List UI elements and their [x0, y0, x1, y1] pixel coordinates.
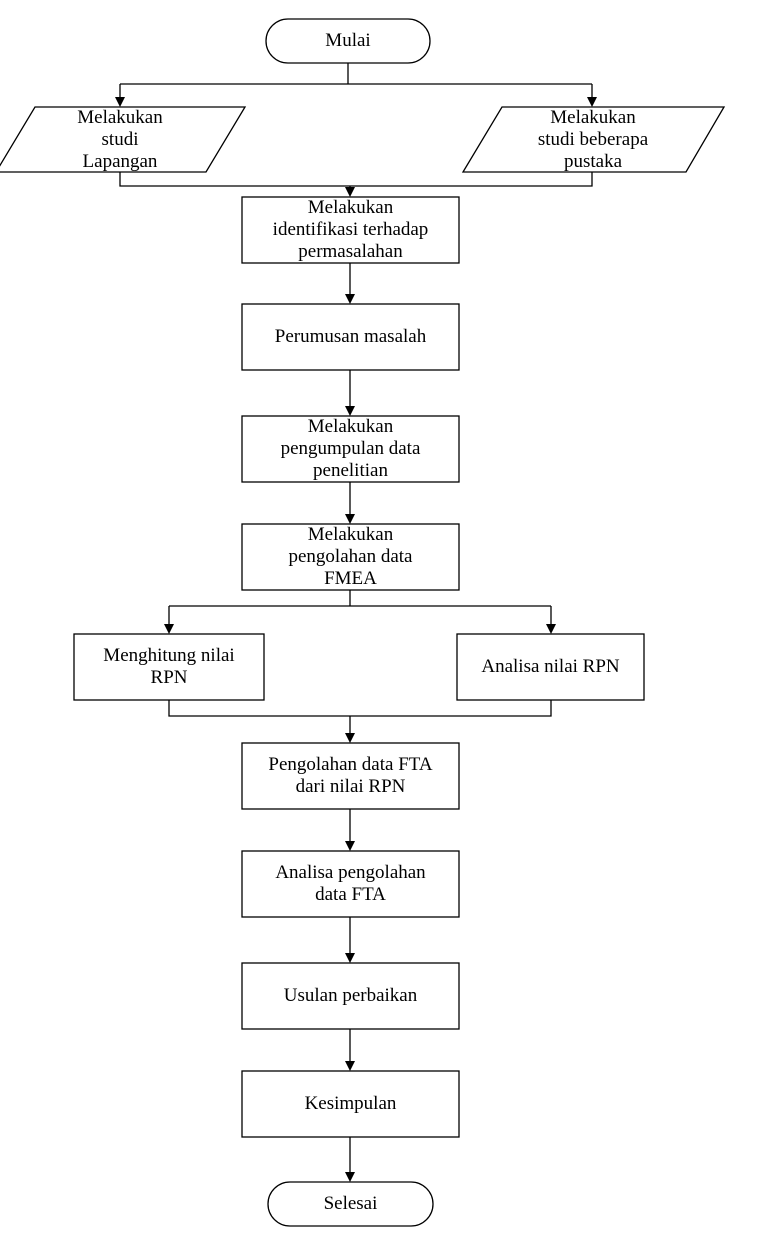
arrowhead-to-fmea: [345, 514, 355, 524]
compute-rpn-box: [73, 633, 265, 701]
merge-connector-top: [119, 172, 593, 187]
arrowhead-to-conclusion: [345, 1061, 355, 1071]
arrowhead-to-formulation: [345, 294, 355, 304]
field-study-label: Melakukan studi Lapangan: [77, 106, 163, 172]
arrowhead-to-literature-study: [587, 97, 597, 107]
analyze-fta-box: [241, 850, 460, 918]
process-fmea-label: Melakukan pengolahan data FMEA: [288, 524, 413, 589]
analyze-fta-label: Analisa pengolahan data FTA: [275, 862, 426, 905]
process-fta-box: [241, 742, 460, 810]
arrowhead-to-compute-rpn: [164, 624, 174, 634]
process-fmea-box: [241, 523, 460, 591]
arrowhead-to-collect: [345, 406, 355, 416]
problem-formulation-box: [241, 303, 460, 371]
process-fta-label: Pengolahan data FTA dari nilai RPN: [268, 754, 433, 797]
merge-connector-rpn: [168, 700, 552, 733]
conclusion-box: [241, 1070, 460, 1138]
literature-study-label: Melakukan studi beberapa pustaka: [537, 106, 649, 172]
identify-problem-label: Melakukan identifikasi terhadap permasal…: [272, 197, 429, 262]
split-connector-top: [119, 63, 593, 97]
collect-data-box: [241, 415, 460, 483]
improvement-box: [241, 962, 460, 1030]
arrowhead-to-fta-analysis: [345, 841, 355, 851]
problem-formulation-label: Perumusan masalah: [274, 326, 427, 347]
arrowhead-to-fta: [345, 733, 355, 743]
analyze-rpn-label: Analisa nilai RPN: [481, 656, 620, 677]
end-terminator: [267, 1181, 434, 1227]
analyze-rpn-box: [456, 633, 645, 701]
literature-study-data-shape: [461, 106, 726, 173]
end-label: Selesai: [323, 1193, 378, 1214]
arrowhead-to-analyze-rpn: [546, 624, 556, 634]
split-connector-fmea: [168, 590, 552, 624]
field-study-data-shape: [0, 106, 247, 173]
arrowhead-to-end: [345, 1172, 355, 1182]
arrowhead-to-field-study: [115, 97, 125, 107]
compute-rpn-label: Menghitung nilai RPN: [103, 645, 235, 688]
arrowhead-to-improvement: [345, 953, 355, 963]
collect-data-label: Melakukan pengumpulan data penelitian: [280, 416, 421, 481]
improvement-label: Usulan perbaikan: [283, 985, 418, 1006]
conclusion-label: Kesimpulan: [304, 1093, 397, 1114]
start-label: Mulai: [325, 30, 371, 51]
arrowhead-to-identify-problem: [345, 187, 355, 197]
